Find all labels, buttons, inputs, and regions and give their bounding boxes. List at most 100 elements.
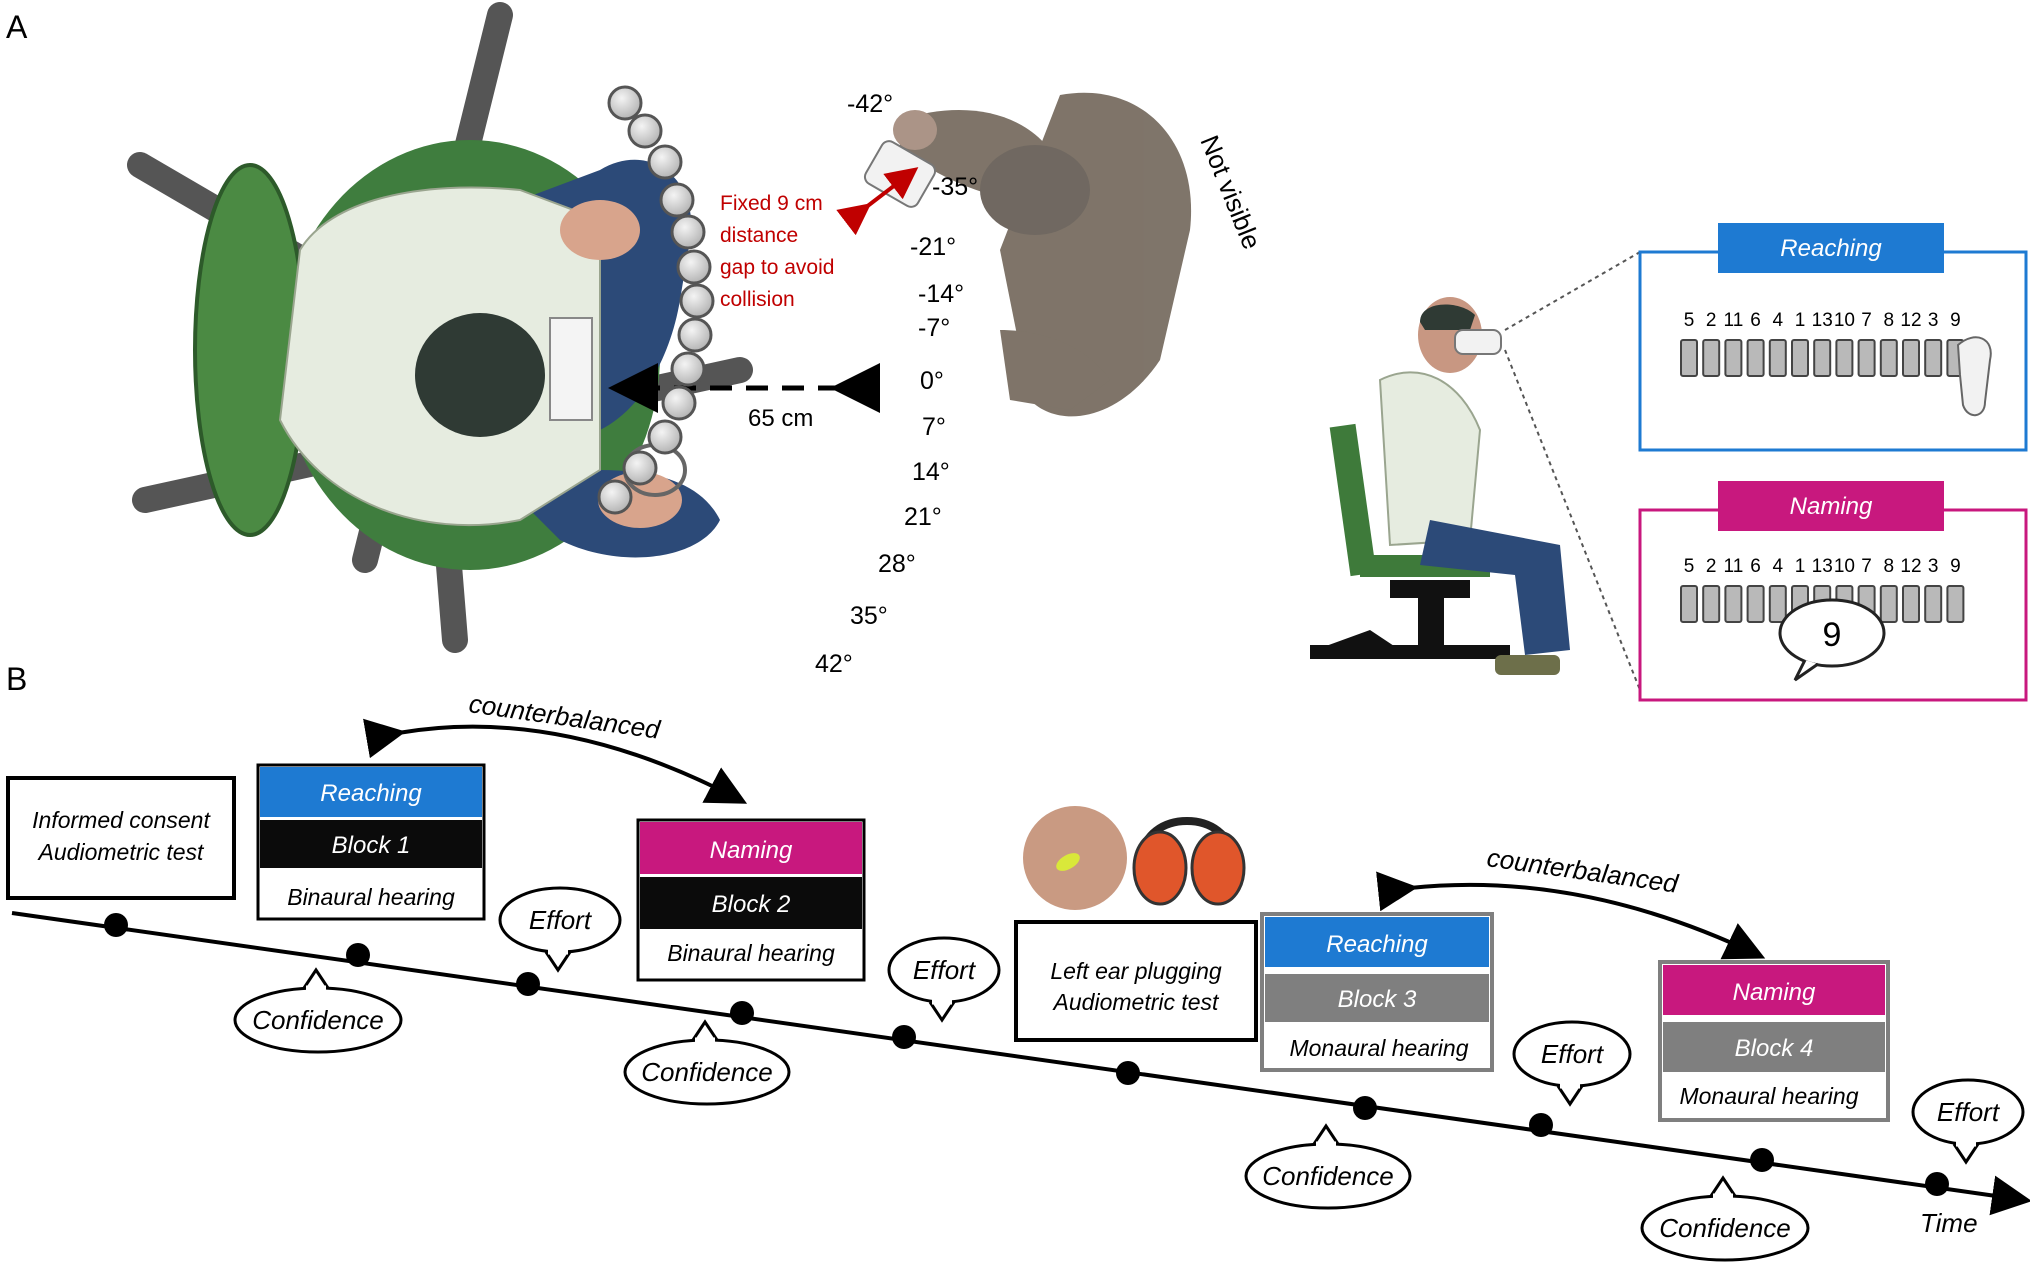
digit-label: 10 bbox=[1834, 310, 1855, 331]
timeline-dot bbox=[1353, 1096, 1377, 1120]
svg-text:distance: distance bbox=[720, 224, 798, 247]
angle-label: -7° bbox=[918, 314, 950, 342]
dotted-leader-top bbox=[1504, 251, 1641, 331]
digit-label: 8 bbox=[1884, 556, 1895, 577]
target-ball bbox=[647, 419, 683, 455]
digit-label: 3 bbox=[1928, 556, 1939, 577]
svg-text:Naming: Naming bbox=[1790, 493, 1873, 520]
naming-target-slots bbox=[1680, 585, 1965, 623]
target-ball bbox=[622, 450, 658, 486]
target-slot bbox=[1902, 339, 1920, 377]
target-slot bbox=[1879, 339, 1898, 377]
confidence-bubble: Confidence bbox=[1640, 1175, 1810, 1262]
target-slot bbox=[1813, 339, 1832, 377]
target-slot bbox=[1879, 585, 1898, 623]
digit-label: 2 bbox=[1706, 310, 1717, 331]
target-slot bbox=[1902, 585, 1920, 623]
target-ball bbox=[677, 317, 713, 353]
digit-label: 13 bbox=[1812, 556, 1833, 577]
digit-label: 4 bbox=[1773, 556, 1784, 577]
time-label: Time bbox=[1920, 1208, 1978, 1238]
counterbalanced-arrow-2 bbox=[1376, 871, 1766, 960]
target-balls bbox=[597, 85, 715, 515]
svg-text:Block 4: Block 4 bbox=[1735, 1035, 1814, 1062]
effort-label: Effort bbox=[529, 905, 593, 935]
digit-label: 10 bbox=[1834, 556, 1855, 577]
speech-bubbles: ConfidenceEffortConfidenceEffortConfiden… bbox=[233, 886, 2025, 1262]
gap-arrow bbox=[836, 167, 919, 236]
angle-label: 42° bbox=[815, 650, 853, 678]
angle-label: 0° bbox=[920, 367, 944, 395]
not-visible-label: Not visible bbox=[1194, 131, 1267, 253]
target-ball bbox=[647, 144, 683, 180]
effort-label: Effort bbox=[1541, 1039, 1605, 1069]
target-slot bbox=[1924, 585, 1943, 623]
svg-text:Reaching: Reaching bbox=[1326, 931, 1428, 958]
digit-label: 11 bbox=[1724, 310, 1744, 331]
target-slot bbox=[1702, 339, 1721, 377]
target-slot bbox=[1680, 585, 1698, 623]
svg-text:Monaural hearing: Monaural hearing bbox=[1679, 1083, 1858, 1109]
digit-label: 9 bbox=[1950, 310, 1961, 331]
svg-text:collision: collision bbox=[720, 288, 795, 311]
svg-text:Monaural hearing: Monaural hearing bbox=[1289, 1035, 1468, 1061]
svg-text:Block 3: Block 3 bbox=[1338, 986, 1417, 1013]
plugging-box: Left ear plugging Audiometric test bbox=[1014, 920, 1258, 1042]
target-slot bbox=[1724, 585, 1743, 623]
angle-label: -42° bbox=[847, 90, 893, 118]
digit-label: 7 bbox=[1861, 556, 1872, 577]
block4-box: Naming Block 4 Monaural hearing bbox=[1658, 960, 1890, 1122]
target-ball bbox=[670, 351, 706, 387]
participant-top-view bbox=[278, 159, 720, 558]
confidence-bubble: Confidence bbox=[233, 967, 403, 1054]
svg-text:Reaching: Reaching bbox=[1780, 235, 1882, 262]
digit-label: 12 bbox=[1900, 310, 1921, 331]
digit-label: 7 bbox=[1861, 310, 1872, 331]
counterbalanced-arrow-1 bbox=[363, 718, 748, 804]
gap-note: Fixed 9 cm distance gap to avoid collisi… bbox=[720, 192, 834, 311]
svg-text:Informed consent: Informed consent bbox=[32, 807, 211, 833]
angle-label: -14° bbox=[918, 280, 964, 308]
digit-label: 6 bbox=[1750, 310, 1761, 331]
effort-bubble: Effort bbox=[887, 936, 1001, 1023]
confidence-label: Confidence bbox=[252, 1005, 384, 1035]
reaching-target-slots bbox=[1680, 339, 1965, 377]
angle-label: 7° bbox=[922, 413, 946, 441]
timeline-dots bbox=[104, 913, 1949, 1196]
timeline-dot bbox=[104, 913, 128, 937]
digit-label: 5 bbox=[1684, 310, 1695, 331]
timeline-dot bbox=[892, 1025, 916, 1049]
block2-box: Naming Block 2 Binaural hearing bbox=[636, 818, 866, 982]
digit-label: 1 bbox=[1795, 556, 1806, 577]
angle-label: 21° bbox=[904, 503, 942, 531]
target-ball bbox=[679, 283, 715, 319]
target-slot bbox=[1746, 339, 1765, 377]
svg-text:Naming: Naming bbox=[1733, 979, 1816, 1006]
target-ball bbox=[659, 182, 695, 218]
timeline-dot bbox=[1116, 1061, 1140, 1085]
digit-label: 13 bbox=[1812, 310, 1833, 331]
target-slot bbox=[1857, 339, 1876, 377]
digit-label: 1 bbox=[1795, 310, 1806, 331]
svg-text:Reaching: Reaching bbox=[320, 780, 422, 807]
panel-a-label: A bbox=[6, 9, 28, 45]
svg-text:Binaural hearing: Binaural hearing bbox=[287, 884, 455, 910]
target-slot bbox=[1791, 339, 1809, 377]
effort-label: Effort bbox=[1937, 1097, 2001, 1127]
svg-text:Left ear plugging: Left ear plugging bbox=[1050, 958, 1222, 984]
digit-label: 11 bbox=[1724, 556, 1744, 577]
effort-label: Effort bbox=[913, 955, 977, 985]
timeline-dot bbox=[730, 1001, 754, 1025]
digit-label: 12 bbox=[1900, 556, 1921, 577]
digit-label: 3 bbox=[1928, 310, 1939, 331]
block3-box: Reaching Block 3 Monaural hearing bbox=[1260, 912, 1494, 1072]
confidence-bubble: Confidence bbox=[1244, 1123, 1412, 1210]
target-slot bbox=[1835, 339, 1854, 377]
target-ball bbox=[607, 85, 643, 121]
svg-text:Naming: Naming bbox=[710, 837, 793, 864]
svg-text:Block 1: Block 1 bbox=[332, 832, 411, 859]
consent-box: Informed consent Audiometric test bbox=[6, 776, 236, 900]
